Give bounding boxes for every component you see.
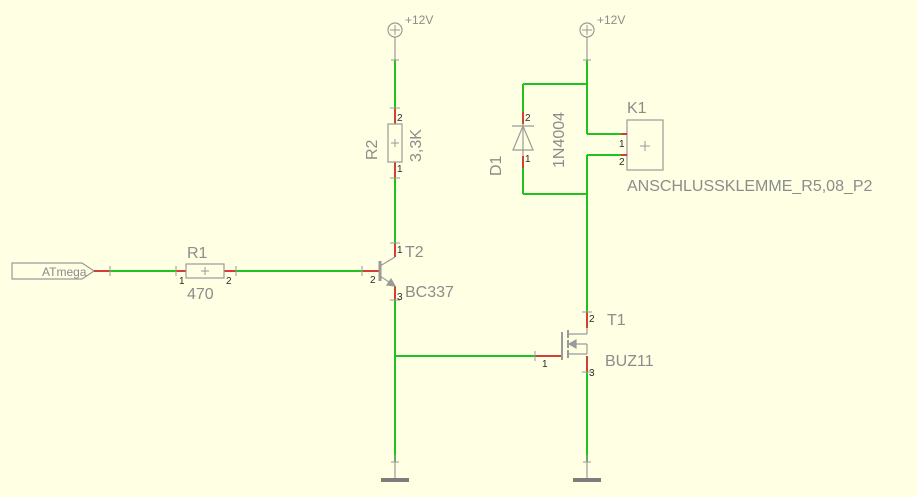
diode-d1[interactable]: 2 1 D1 1N4004	[488, 112, 568, 176]
t2-name: T2	[405, 244, 424, 261]
ground-icon	[573, 478, 601, 482]
resistor-r1[interactable]: 1 2 R1 470	[175, 245, 237, 303]
power-label-right: +12V	[597, 13, 625, 27]
ground-right	[573, 455, 601, 482]
r1-pin2: 2	[226, 276, 232, 287]
k1-value: ANSCHLUSSKLEMME_R5,08_P2	[627, 178, 873, 195]
input-port-label: ATmega	[42, 265, 87, 279]
transistor-t2[interactable]: 1 2 3 T2 BC337	[361, 242, 454, 303]
mosfet-arrow-icon	[567, 338, 577, 350]
d1-name: D1	[488, 155, 505, 176]
k1-pin1: 1	[619, 139, 625, 150]
r2-name: R2	[364, 139, 381, 160]
k1-pin2: 2	[619, 157, 625, 168]
t2-pin3: 3	[397, 292, 403, 303]
t2-value: BC337	[405, 284, 454, 301]
t1-value: BUZ11	[605, 353, 654, 370]
d1-pin2: 2	[525, 113, 531, 124]
r1-pin1: 1	[179, 276, 185, 287]
power-left: +12V	[387, 13, 433, 61]
t1-pin2: 2	[589, 314, 595, 325]
terminal-k1[interactable]: 1 2 K1 ANSCHLUSSKLEMME_R5,08_P2	[619, 100, 873, 195]
t1-pin3: 3	[589, 368, 595, 379]
terminal-body-icon	[626, 119, 664, 171]
resistor-body-icon	[185, 263, 225, 279]
r2-pin1: 1	[397, 164, 403, 175]
power-label-left: +12V	[405, 13, 433, 27]
input-port[interactable]: ATmega	[11, 262, 111, 280]
wires	[110, 60, 621, 462]
r1-value: 470	[187, 286, 214, 303]
r1-name: R1	[187, 245, 208, 262]
diode-triangle-icon	[512, 124, 534, 151]
r2-pin2: 2	[397, 113, 403, 124]
d1-value: 1N4004	[551, 112, 568, 168]
t1-name: T1	[607, 312, 626, 329]
k1-name: K1	[627, 100, 647, 117]
resistor-body-icon	[387, 123, 403, 163]
mosfet-t1[interactable]: 2 1 3 T1 BUZ11	[534, 311, 654, 379]
t2-pin1: 1	[397, 245, 403, 256]
ground-left	[381, 455, 409, 482]
r2-value: 3,3K	[408, 129, 425, 162]
port-flag-icon	[11, 262, 96, 280]
power-right: +12V	[579, 13, 625, 61]
d1-pin1: 1	[525, 154, 531, 165]
resistor-r2[interactable]: 2 1 R2 3,3K	[364, 107, 425, 179]
emitter-arrow-icon	[385, 277, 397, 287]
ground-icon	[381, 478, 409, 482]
t1-pin1: 1	[542, 359, 548, 370]
t2-pin2: 2	[370, 275, 376, 286]
